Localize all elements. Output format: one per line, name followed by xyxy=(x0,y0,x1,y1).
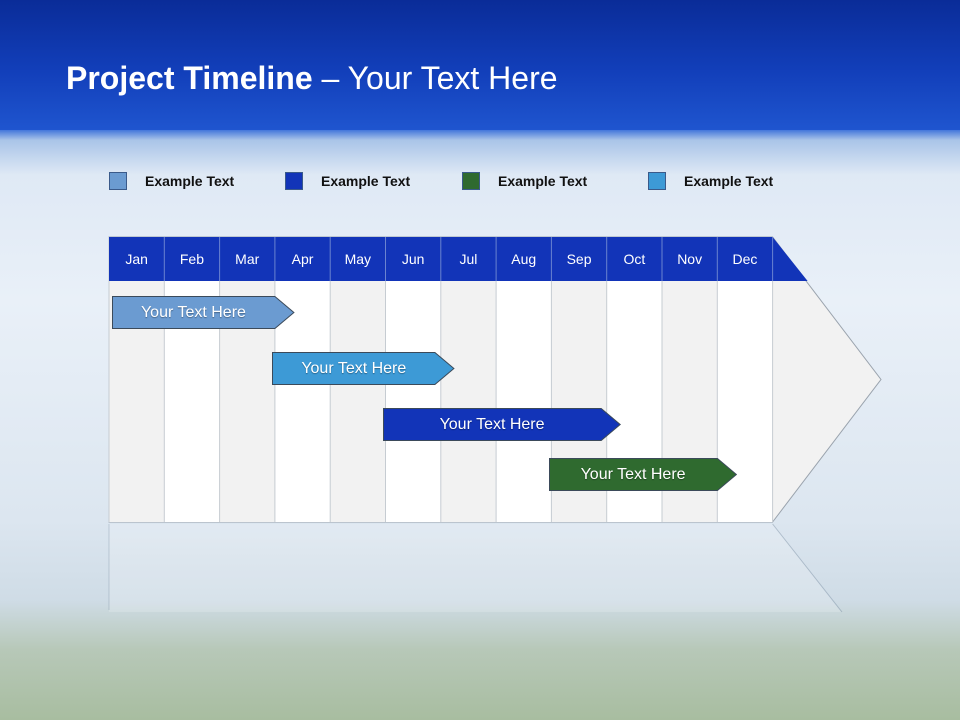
task-arrow-shape xyxy=(112,296,295,329)
task-label: Your Text Here xyxy=(580,465,686,483)
month-label: May xyxy=(344,251,372,267)
task-label: Your Text Here xyxy=(140,303,246,321)
slide-title: Project Timeline – Your Text Here xyxy=(66,60,558,97)
legend-item: Example Text xyxy=(462,171,587,191)
month-column xyxy=(440,281,497,522)
task-arrow-shape xyxy=(382,408,621,441)
title-rest: – Your Text Here xyxy=(312,60,558,96)
month-label: Feb xyxy=(179,251,204,267)
month-label: Nov xyxy=(677,251,703,267)
legend-swatch xyxy=(285,172,303,190)
month-label: Jul xyxy=(459,251,478,267)
task-label: Your Text Here xyxy=(301,359,407,377)
legend-item: Example Text xyxy=(109,171,234,191)
header-band xyxy=(0,0,960,130)
month-label: Mar xyxy=(235,251,260,267)
month-column xyxy=(496,281,552,522)
task-bar: Your Text Here xyxy=(272,352,456,385)
legend-label: Example Text xyxy=(684,173,774,189)
task-arrow xyxy=(112,296,295,329)
month-label: Sep xyxy=(566,251,592,267)
task-arrow xyxy=(382,408,621,441)
legend-item: Example Text xyxy=(648,171,773,191)
task-arrow xyxy=(548,458,738,491)
task-bar: Your Text Here xyxy=(548,458,738,491)
month-label: Aug xyxy=(511,251,537,267)
task-bar: Your Text Here xyxy=(382,408,621,441)
task-bar: Your Text Here xyxy=(112,296,295,329)
legend-swatch xyxy=(462,172,480,190)
reflection-edge-right xyxy=(772,523,843,613)
month-label: Dec xyxy=(732,251,758,267)
legend-label: Example Text xyxy=(321,173,411,189)
task-arrow xyxy=(272,352,456,385)
task-arrow-shape xyxy=(272,352,456,385)
legend-label: Example Text xyxy=(498,173,588,189)
arrow-reflection xyxy=(109,524,841,612)
month-column xyxy=(385,281,441,522)
legend-swatch xyxy=(648,172,666,190)
task-label: Your Text Here xyxy=(439,415,545,433)
month-header xyxy=(109,237,808,281)
month-label: Jun xyxy=(401,251,425,267)
month-label: Jan xyxy=(125,251,148,267)
month-label: Oct xyxy=(623,251,646,267)
legend-item: Example Text xyxy=(285,171,410,191)
legend-swatch xyxy=(109,172,127,190)
month-label: Apr xyxy=(291,251,314,267)
month-column xyxy=(330,281,386,522)
title-bold: Project Timeline xyxy=(66,60,313,96)
task-arrow-shape xyxy=(548,458,738,491)
legend-label: Example Text xyxy=(145,173,235,189)
